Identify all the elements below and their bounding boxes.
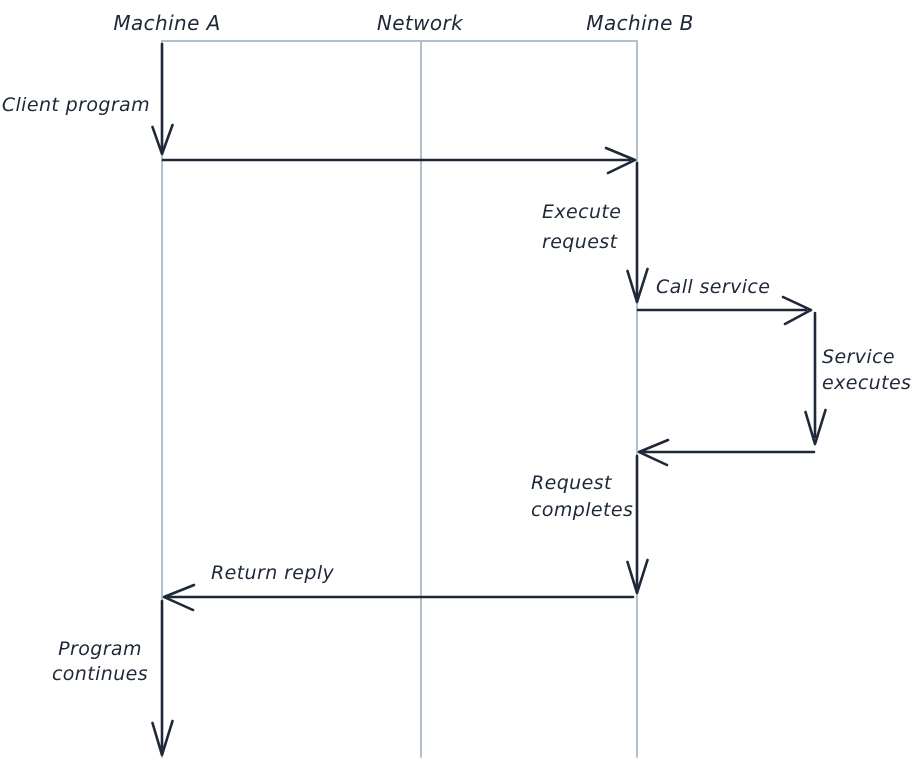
lane-title-machine-b: Machine B	[586, 11, 694, 35]
arrow-service-return-left	[637, 438, 816, 467]
annotation-program-continues-line2: continues	[51, 663, 149, 685]
lane-title-network: Network	[376, 11, 464, 35]
annotation-execute-request-line2: request	[542, 231, 618, 253]
arrow-service-executes-down	[804, 311, 827, 446]
annotation-service-executes-line1: Service	[822, 346, 896, 368]
annotation-request-completes: Request completes	[531, 470, 633, 524]
arrow-execute-request-down	[626, 161, 649, 304]
annotation-client-program: Client program	[1, 94, 150, 116]
annotation-service-executes-line2: executes	[822, 372, 912, 394]
annotation-call-service: Call service	[656, 276, 771, 298]
annotation-request-completes-line2: completes	[531, 499, 634, 521]
arrow-return-reply-left	[162, 583, 635, 612]
annotation-execute-request-line1: Execute	[542, 201, 622, 223]
arrow-request-completes-down	[626, 454, 649, 595]
annotation-execute-request: Execute request	[542, 197, 621, 257]
arrow-client-program-down	[151, 42, 174, 156]
annotation-return-reply: Return reply	[211, 562, 335, 584]
annotation-service-executes: Service executes	[822, 344, 911, 396]
arrow-program-continues-down	[151, 599, 174, 757]
annotation-program-continues-line1: Program	[58, 638, 142, 660]
arrow-call-service-right	[636, 295, 813, 326]
annotation-program-continues: Program continues	[52, 637, 148, 687]
arrow-request-a-to-b	[161, 146, 637, 175]
lane-title-machine-a: Machine A	[113, 11, 221, 35]
annotation-request-completes-line1: Request	[531, 472, 612, 494]
